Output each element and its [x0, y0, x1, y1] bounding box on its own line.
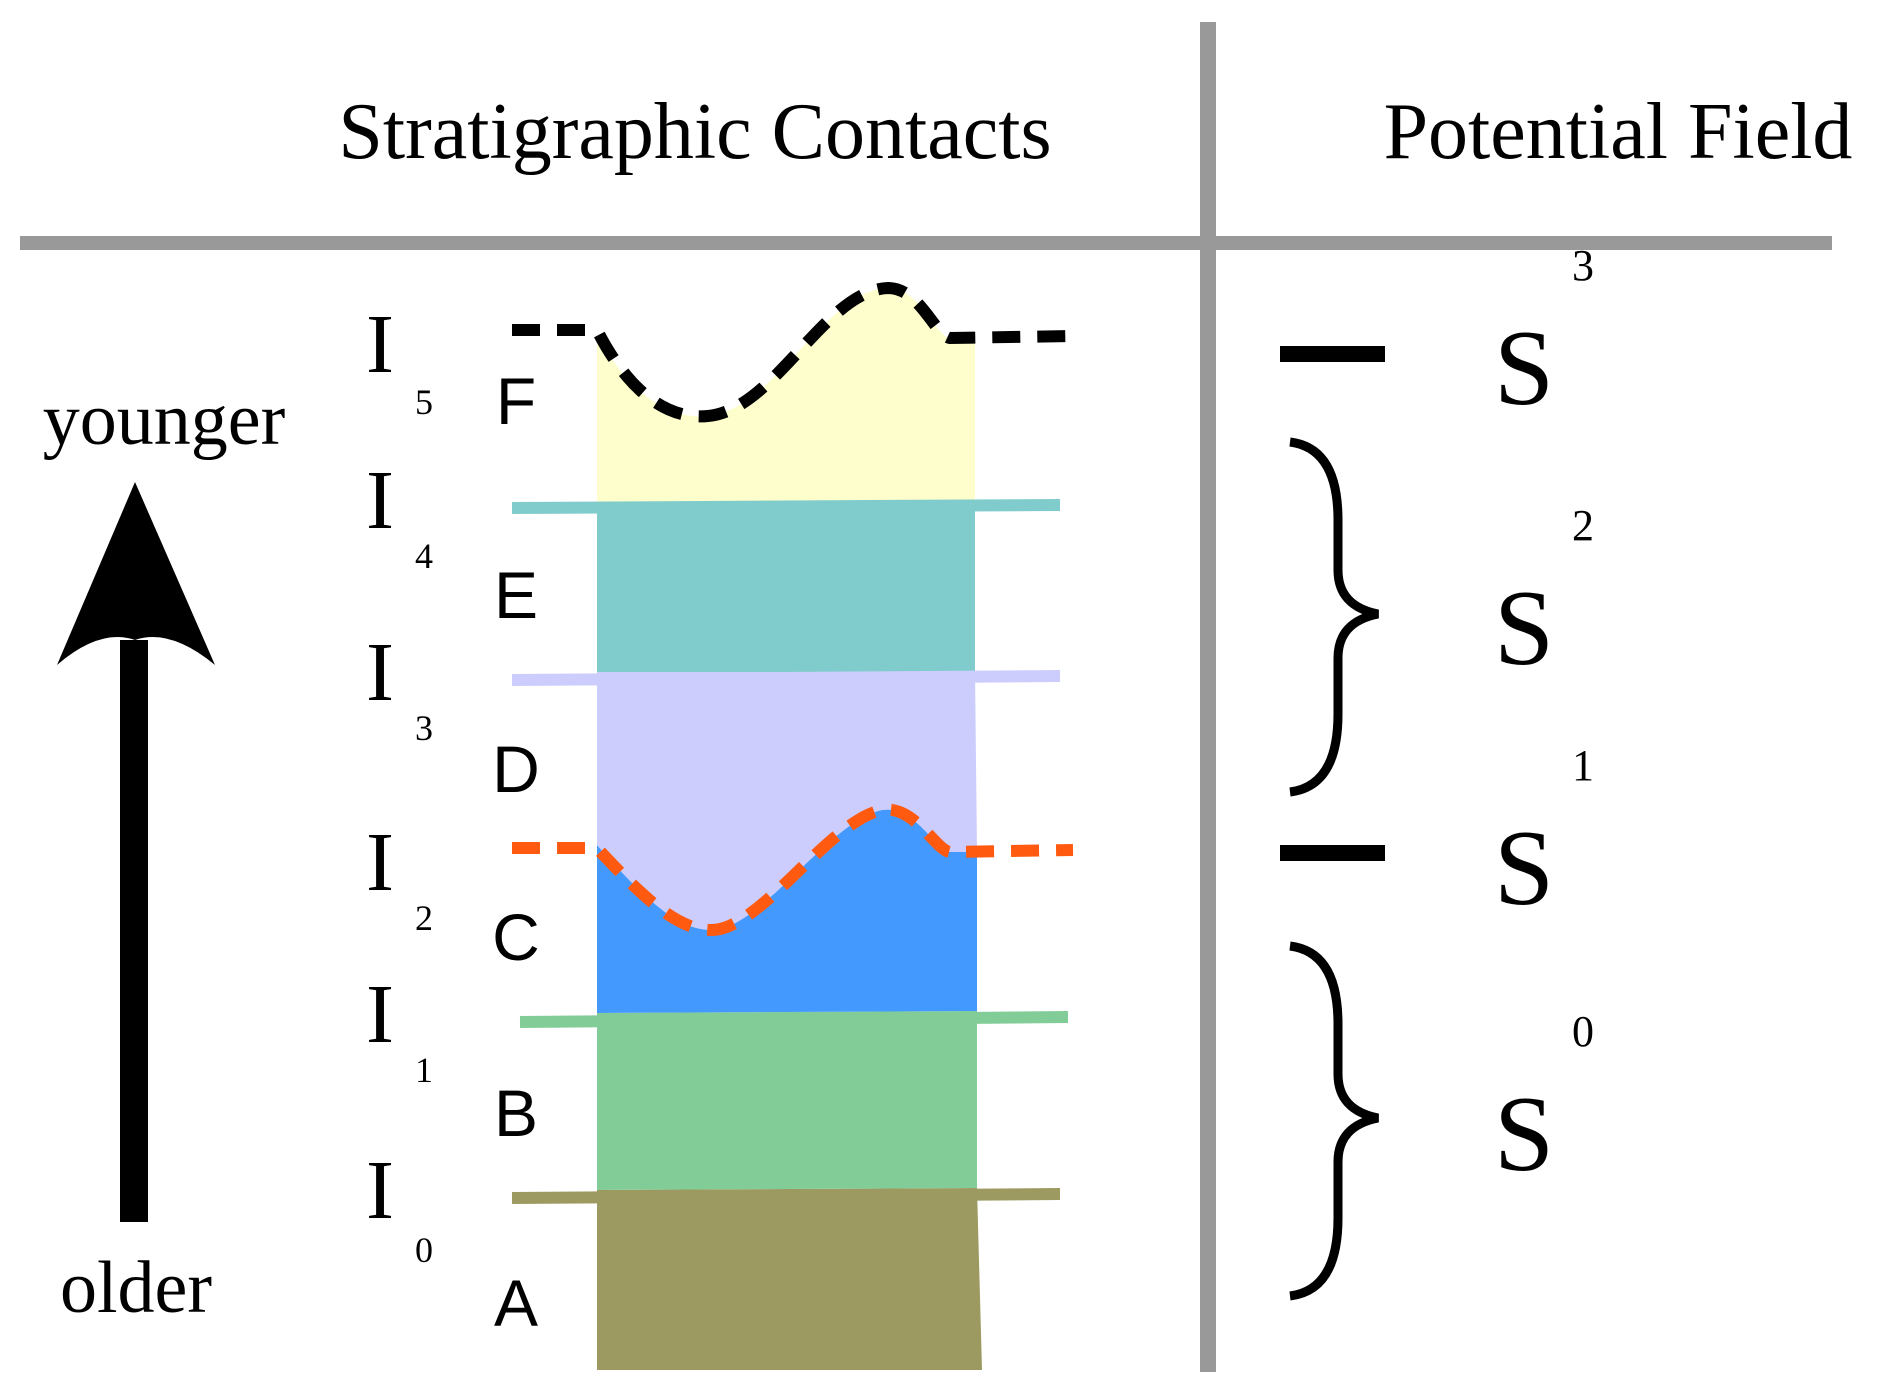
unit-b-label: B — [494, 1076, 538, 1150]
interface-0-index: 0 — [415, 1230, 433, 1270]
unit-e-label: E — [494, 558, 538, 632]
interface-labels: I 0 I 1 I 2 I 3 I 4 I 5 — [366, 298, 433, 1270]
interface-0-symbol: I — [366, 1144, 394, 1237]
s2-symbol: S — [1494, 569, 1554, 688]
unit-c-fill — [597, 809, 977, 1013]
younger-label: younger — [43, 379, 286, 461]
interface-0-line — [511, 1188, 1061, 1204]
interface-3-index: 3 — [415, 708, 433, 748]
s1-symbol: S — [1494, 809, 1554, 928]
age-arrow-shaft — [120, 640, 148, 1222]
unit-labels: A B C D E F — [492, 364, 540, 1340]
unit-f-label: F — [496, 364, 536, 438]
unit-a-fill — [597, 1188, 982, 1370]
unit-c-label: C — [492, 900, 540, 974]
interface-5-symbol: I — [366, 298, 394, 391]
unit-d-fill — [597, 672, 977, 930]
potential-field-header: Potential Field — [1384, 88, 1853, 176]
age-arrow-head — [57, 482, 215, 665]
stratigraphic-column — [597, 288, 982, 1370]
s0-index: 0 — [1572, 1007, 1594, 1056]
s0-brace-marker — [1289, 941, 1380, 1301]
interface-3-symbol: I — [366, 626, 394, 719]
interface-4-line — [511, 499, 1061, 514]
interface-5-index: 5 — [415, 382, 433, 422]
unit-d-label: D — [492, 732, 540, 806]
potential-field-markers — [1280, 346, 1385, 1301]
s0-symbol: S — [1494, 1075, 1554, 1194]
interface-1-line — [519, 1011, 1069, 1028]
interface-3-line — [511, 670, 1061, 686]
interface-2-index: 2 — [415, 898, 433, 938]
s3-index: 3 — [1572, 241, 1594, 290]
unit-e-fill — [597, 503, 975, 672]
unit-b-fill — [597, 1011, 977, 1190]
s1-index: 1 — [1572, 741, 1594, 790]
interface-lines — [511, 281, 1074, 1204]
interface-5-dashed-line — [512, 281, 1074, 423]
interface-1-symbol: I — [366, 968, 394, 1061]
interface-2-symbol: I — [366, 816, 394, 909]
stratigraphic-contacts-header: Stratigraphic Contacts — [338, 88, 1051, 176]
older-label: older — [60, 1247, 212, 1329]
unit-a-label: A — [494, 1266, 538, 1340]
s3-symbol: S — [1494, 309, 1554, 428]
interface-4-index: 4 — [415, 536, 433, 576]
potential-field-labels: S 3 S 2 S 1 S 0 — [1494, 241, 1594, 1194]
s2-index: 2 — [1572, 501, 1594, 550]
interface-4-symbol: I — [366, 454, 394, 547]
age-arrow — [57, 482, 215, 1222]
unit-f-fill — [597, 288, 975, 503]
interface-1-index: 1 — [415, 1050, 433, 1090]
s2-brace-marker — [1289, 437, 1380, 797]
